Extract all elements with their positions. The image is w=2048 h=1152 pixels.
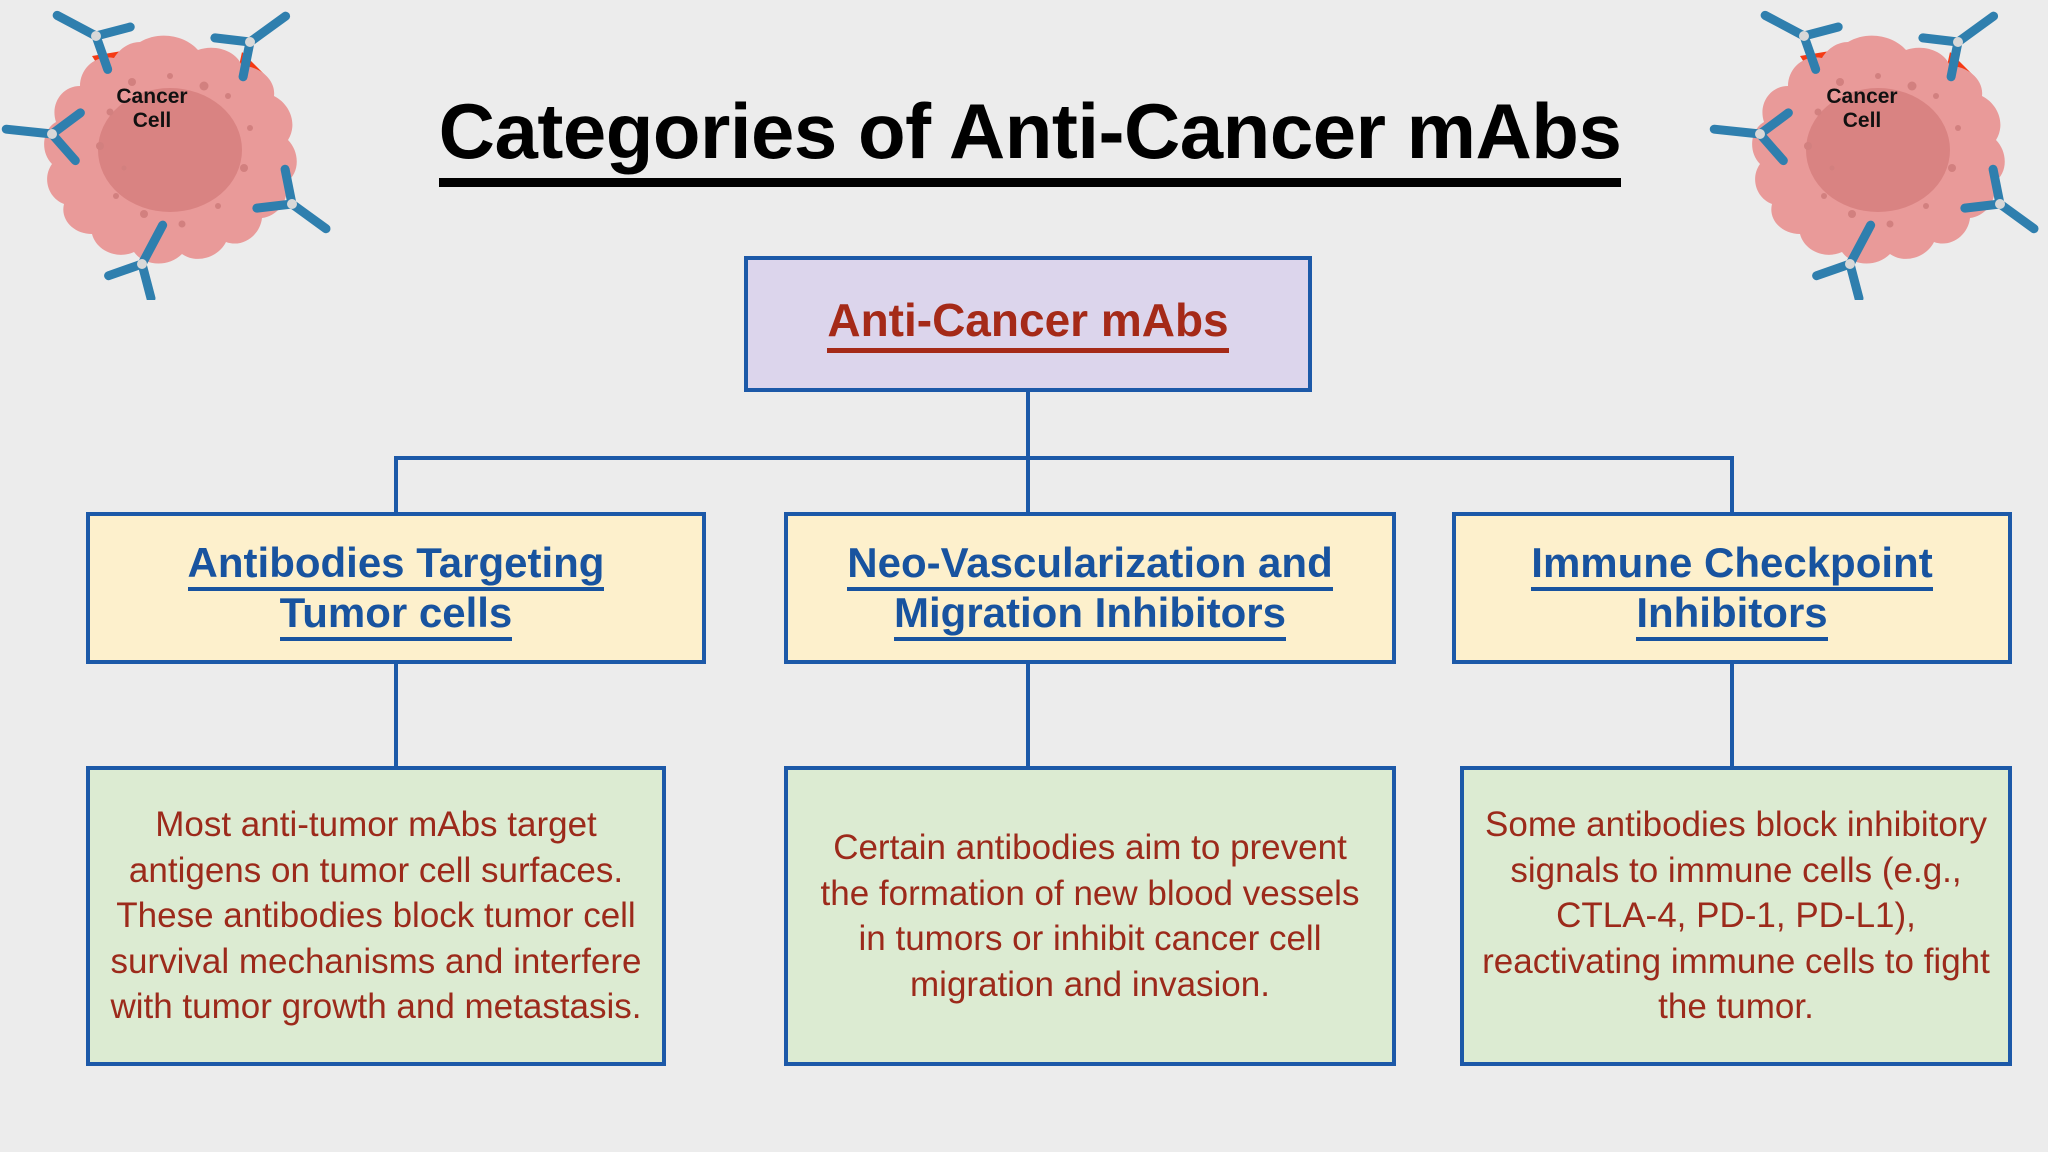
cell-speckles-left	[96, 73, 253, 228]
node-description-antibodies-targeting-tumor-cells: Most anti-tumor mAbs target antigens on …	[86, 766, 666, 1066]
antibody-icons-right	[1709, 10, 2039, 300]
cell-speckles-right	[1804, 73, 1961, 228]
node-description-neo-vascularization-and-migration-inhibitors: Certain antibodies aim to prevent the fo…	[784, 766, 1396, 1066]
node-category-2-label: Neo-Vascularization and Migration Inhibi…	[835, 538, 1344, 641]
connector-horizontal-bus	[394, 456, 1734, 460]
antibody-icons-left	[1, 10, 331, 300]
node-description-2-text: Certain antibodies aim to prevent the fo…	[820, 828, 1360, 1004]
node-category-2-label-line2: Migration Inhibitors	[894, 589, 1286, 641]
node-category-neo-vascularization-and-migration-inhibitors[interactable]: Neo-Vascularization and Migration Inhibi…	[784, 512, 1396, 664]
page-title-text: Categories of Anti-Cancer mAbs	[438, 92, 1622, 187]
antibody-hinges-left	[47, 31, 297, 269]
connector-drop-category-1	[394, 456, 398, 514]
node-anti-cancer-mabs[interactable]: Anti-Cancer mAbs	[744, 256, 1312, 392]
connector-category-2-to-description	[1026, 662, 1030, 768]
connector-root-stem	[1026, 392, 1030, 458]
node-description-1-text: Most anti-tumor mAbs target antigens on …	[110, 805, 642, 1027]
node-category-antibodies-targeting-tumor-cells[interactable]: Antibodies Targeting Tumor cells	[86, 512, 706, 664]
node-description-immune-checkpoint-inhibitors: Some antibodies block inhibitory signals…	[1460, 766, 2012, 1066]
connector-category-1-to-description	[394, 662, 398, 768]
connector-drop-category-2	[1026, 456, 1030, 514]
page-title: Categories of Anti-Cancer mAbs	[330, 92, 1730, 187]
node-category-1-label-line1: Antibodies Targeting	[187, 539, 605, 592]
connector-drop-category-3	[1730, 456, 1734, 514]
cell-nucleus-right	[1806, 88, 1950, 212]
node-anti-cancer-mabs-label: Anti-Cancer mAbs	[827, 295, 1229, 353]
node-category-2-label-line1: Neo-Vascularization and	[847, 539, 1333, 592]
node-category-1-label: Antibodies Targeting Tumor cells	[176, 538, 617, 641]
node-category-3-label: Immune Checkpoint Inhibitors	[1519, 538, 1944, 641]
node-category-immune-checkpoint-inhibitors[interactable]: Immune Checkpoint Inhibitors	[1452, 512, 2012, 664]
cell-nucleus-left	[98, 88, 242, 212]
node-category-3-label-line1: Immune Checkpoint	[1531, 539, 1933, 592]
connector-category-3-to-description	[1730, 662, 1734, 768]
node-description-3-text: Some antibodies block inhibitory signals…	[1482, 805, 1990, 1027]
antibody-hinges-right	[1755, 31, 2005, 269]
cancer-cell-illustration-left: Cancer Cell	[0, 0, 352, 300]
node-category-1-label-line2: Tumor cells	[279, 589, 513, 641]
cancer-cell-illustration-right: Cancer Cell	[1700, 0, 2048, 300]
node-category-3-label-line2: Inhibitors	[1636, 589, 1828, 641]
